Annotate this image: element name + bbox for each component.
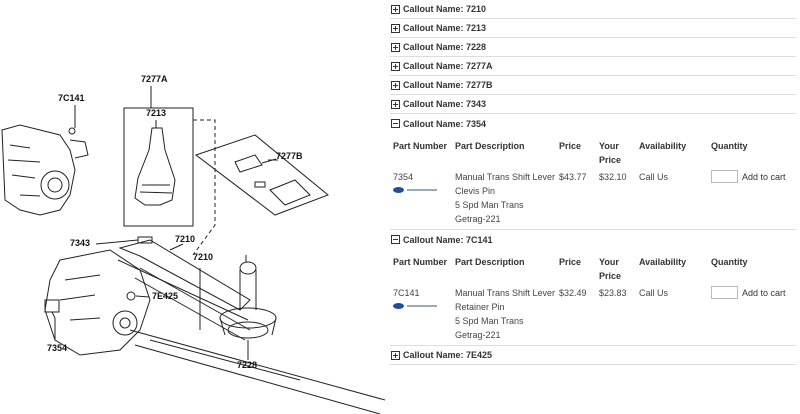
part-desc-line3: 5 Spd Man Trans (455, 200, 524, 210)
col-quantity: Quantity (711, 257, 748, 267)
col-part-description: Part Description (455, 141, 525, 151)
plus-box-icon[interactable] (391, 42, 400, 52)
callout-7277a-label[interactable]: 7277A (141, 74, 168, 84)
col-quantity: Quantity (711, 141, 748, 151)
callout-row-label[interactable]: Callout Name: 7E425 (403, 350, 493, 360)
minus-box-icon[interactable] (391, 119, 400, 128)
part-price: $32.49 (559, 288, 587, 298)
part-your-price: $32.10 (599, 172, 627, 182)
plus-box-icon[interactable] (391, 80, 400, 90)
plus-box-icon[interactable] (391, 61, 400, 71)
col-price: Price (559, 257, 582, 267)
col-your-price: Your Price (599, 257, 622, 281)
plus-box-icon[interactable] (391, 4, 400, 14)
parts-list: Callout Name: 7210 Callout Name: 7213 Ca… (390, 0, 796, 365)
col-price: Price (559, 141, 582, 151)
callout-7210-label-lower[interactable]: 7210 (193, 252, 214, 262)
callout-7210-label-upper[interactable]: 7210 (175, 234, 196, 244)
callout-7277b-label[interactable]: 7277B (276, 151, 303, 161)
col-your-price: Your Price (599, 141, 622, 165)
part-number[interactable]: 7C141 (393, 288, 420, 298)
parts-table-7c141: Part Number Part Description Price Your … (390, 249, 796, 346)
callout-row-7277b[interactable]: Callout Name: 7277B (390, 76, 796, 95)
callout-row-7354[interactable]: Callout Name: 7354 (390, 114, 796, 133)
col-availability: Availability (639, 257, 687, 267)
quantity-input[interactable] (711, 170, 738, 183)
callout-row-7228[interactable]: Callout Name: 7228 (390, 38, 796, 57)
part-number[interactable]: 7354 (393, 172, 414, 182)
ford-logo-icon (393, 187, 438, 193)
diagram-drawing (1, 86, 385, 414)
callout-row-label[interactable]: Callout Name: 7277A (403, 61, 493, 71)
col-part-number: Part Number (393, 141, 448, 151)
plus-box-icon[interactable] (391, 23, 400, 33)
callout-row-label[interactable]: Callout Name: 7210 (403, 4, 487, 14)
part-desc-line4: Getrag-221 (455, 330, 501, 340)
add-to-cart-button[interactable]: Add to cart (742, 172, 786, 182)
add-to-cart-button[interactable]: Add to cart (742, 288, 786, 298)
part-your-price: $23.83 (599, 288, 627, 298)
callout-7354-label[interactable]: 7354 (47, 343, 68, 353)
callout-row-7210[interactable]: Callout Name: 7210 (390, 0, 796, 19)
callout-row-label[interactable]: Callout Name: 7343 (403, 99, 487, 109)
part-availability: Call Us (639, 172, 669, 182)
callout-7228-label[interactable]: 7228 (237, 360, 258, 370)
col-part-description: Part Description (455, 257, 525, 267)
part-availability: Call Us (639, 288, 669, 298)
callout-7213-label[interactable]: 7213 (146, 108, 167, 118)
callout-row-7c141[interactable]: Callout Name: 7C141 (390, 230, 796, 249)
part-desc-line3: 5 Spd Man Trans (455, 316, 524, 326)
callout-row-7e425[interactable]: Callout Name: 7E425 (390, 346, 796, 365)
callout-row-7343[interactable]: Callout Name: 7343 (390, 95, 796, 114)
parts-table-7354: Part Number Part Description Price Your … (390, 133, 796, 230)
callout-7343-label[interactable]: 7343 (70, 238, 91, 248)
plus-box-icon[interactable] (391, 99, 400, 109)
callout-row-7277a[interactable]: Callout Name: 7277A (390, 57, 796, 76)
parts-diagram: 7277A 7C141 7213 7277B 7343 7210 7210 7E… (0, 0, 385, 414)
callout-row-7213[interactable]: Callout Name: 7213 (390, 19, 796, 38)
callout-row-label[interactable]: Callout Name: 7228 (403, 42, 487, 52)
minus-box-icon[interactable] (391, 235, 400, 244)
part-desc-line2: Clevis Pin (455, 186, 496, 196)
callout-row-label[interactable]: Callout Name: 7213 (403, 23, 487, 33)
part-price: $43.77 (559, 172, 587, 182)
part-desc-line1: Manual Trans Shift Lever (455, 288, 556, 298)
col-availability: Availability (639, 141, 687, 151)
ford-logo-icon (393, 303, 438, 309)
callout-row-label[interactable]: Callout Name: 7C141 (403, 234, 493, 245)
callout-7e425-label[interactable]: 7E425 (152, 291, 179, 301)
part-desc-line4: Getrag-221 (455, 214, 501, 224)
callout-row-label[interactable]: Callout Name: 7354 (403, 118, 487, 129)
part-desc-line2: Retainer Pin (455, 302, 505, 312)
quantity-input[interactable] (711, 286, 738, 299)
callout-row-label[interactable]: Callout Name: 7277B (403, 80, 493, 90)
col-part-number: Part Number (393, 257, 448, 267)
plus-box-icon[interactable] (391, 350, 400, 360)
callout-7c141-label[interactable]: 7C141 (58, 93, 85, 103)
part-desc-line1: Manual Trans Shift Lever (455, 172, 556, 182)
